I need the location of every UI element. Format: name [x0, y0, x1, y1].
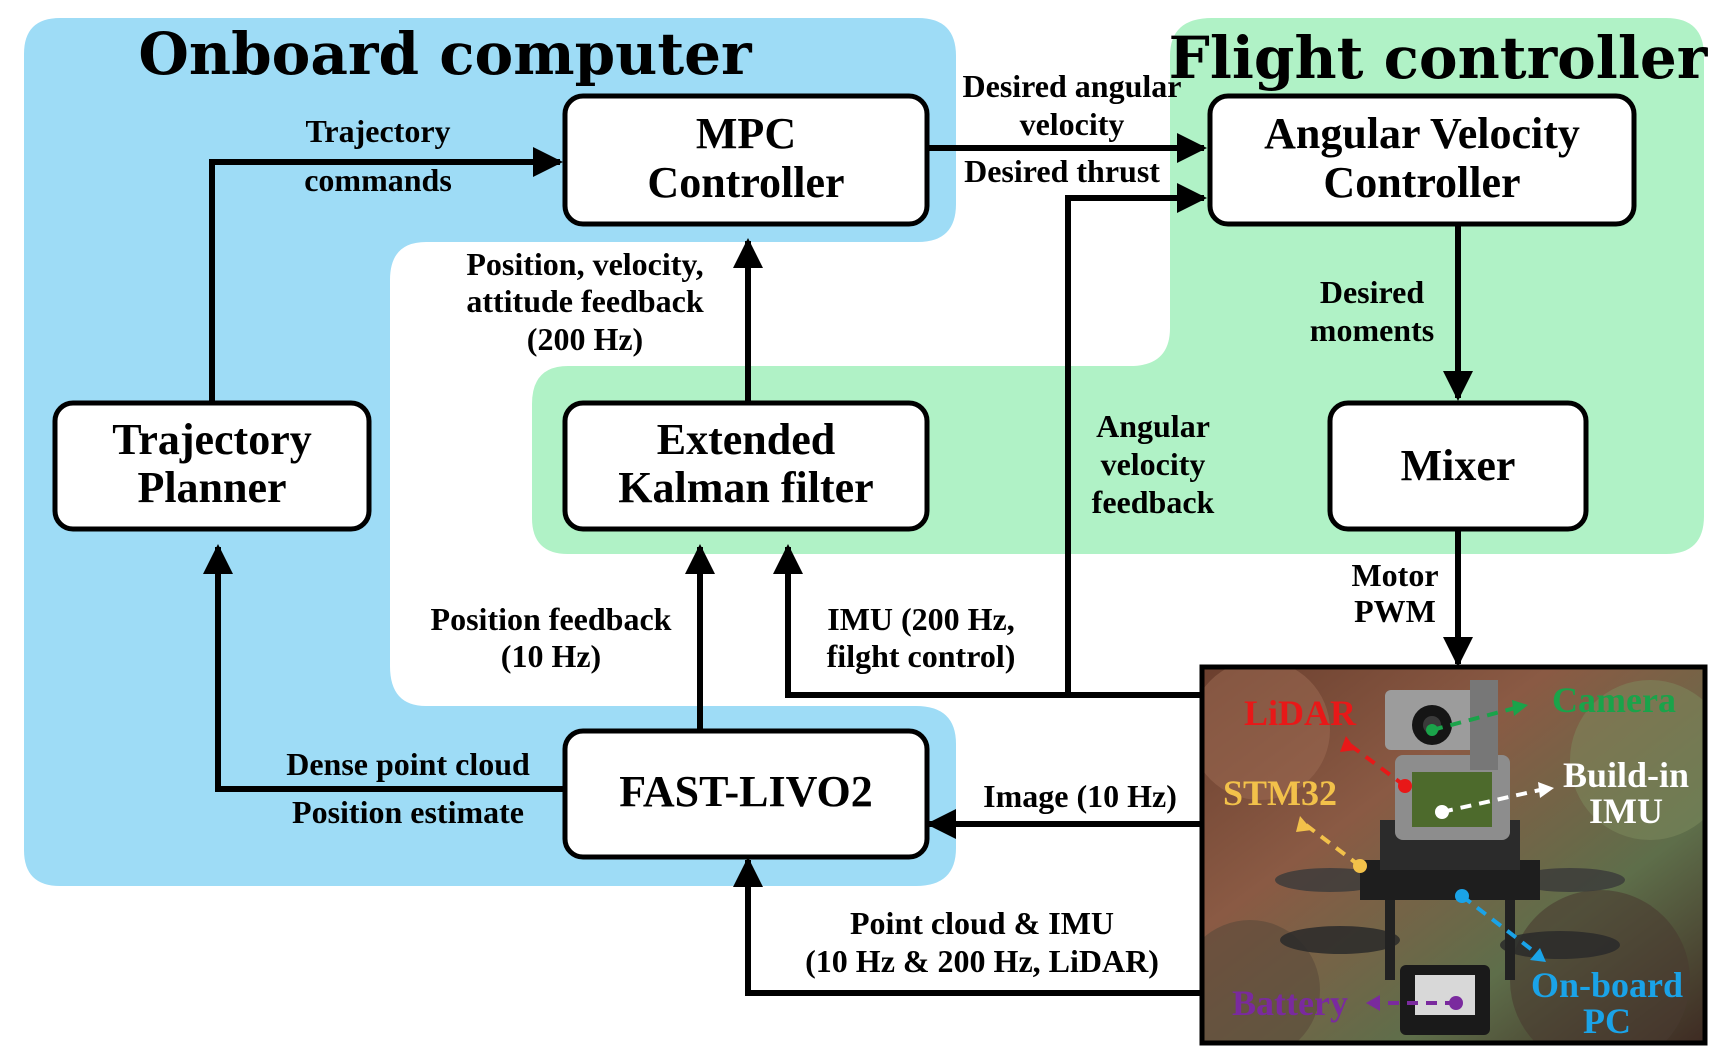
connections: [203, 133, 1473, 996]
trajectory-planner-block: Trajectory Planner: [52, 400, 372, 532]
drone-illustration: [1202, 667, 1705, 1043]
build-in-imu-label-1: Build-in: [1563, 755, 1689, 795]
state-feedback-label-1: Position, velocity,: [466, 246, 703, 282]
ekf-label-2: Kalman filter: [618, 463, 873, 512]
angular-velocity-label-1: Angular Velocity: [1264, 109, 1580, 158]
fast-livo2-label: FAST-LIVO2: [619, 767, 872, 816]
mpc-controller-label-2: Controller: [647, 158, 844, 207]
angular-velocity-feedback-arrow: [1065, 183, 1207, 698]
trajectory-planner-label-1: Trajectory: [112, 415, 312, 464]
stm32-label: STM32: [1223, 773, 1337, 813]
pointcloud-to-livo-arrow: [733, 857, 1202, 996]
imu-flight-label-2: filght control): [827, 638, 1016, 674]
trajectory-planner-label-2: Planner: [137, 463, 286, 512]
fast-livo2-block: FAST-LIVO2: [562, 728, 930, 860]
point-cloud-imu-label-2: (10 Hz & 200 Hz, LiDAR): [805, 943, 1159, 979]
signal-labels: Trajectory commands Desired angular velo…: [286, 68, 1438, 979]
onboard-computer-region: [24, 18, 956, 886]
trajectory-commands-label-1: Trajectory: [305, 113, 450, 149]
desired-angular-velocity-label-1: Desired angular: [963, 68, 1182, 104]
desired-moments-label-1: Desired: [1320, 274, 1424, 310]
desired-moments-label-2: moments: [1310, 312, 1434, 348]
angular-velocity-controller-box: [1207, 93, 1637, 227]
desired-thrust-label: Desired thrust: [964, 153, 1160, 189]
desired-angular-velocity-label-2: velocity: [1020, 106, 1125, 142]
imu-pointer: [1441, 788, 1541, 814]
mpc-controller-label-1: MPC: [696, 109, 796, 158]
onboard-computer-title: Onboard computer: [138, 20, 753, 88]
dense-point-cloud-label: Dense point cloud: [286, 746, 530, 782]
battery-label: Battery: [1232, 983, 1348, 1023]
mixer-box: [1327, 400, 1589, 532]
onboard-region-shape: [24, 18, 956, 886]
point-cloud-imu-label-1: Point cloud & IMU: [850, 905, 1114, 941]
on-board-pc-label-2: PC: [1583, 1001, 1631, 1041]
angular-velocity-feedback-label-3: feedback: [1092, 484, 1215, 520]
mpc-controller-block: MPC Controller: [562, 93, 930, 227]
angular-velocity-feedback-label-1: Angular: [1096, 408, 1210, 444]
ekf-label-1: Extended: [657, 415, 835, 464]
mixer-label: Mixer: [1401, 441, 1516, 490]
mixer-block: Mixer: [1327, 400, 1589, 532]
trajectory-commands-label-2: commands: [304, 162, 452, 198]
ekf-block: Extended Kalman filter: [562, 400, 930, 532]
motor-pwm-label-1: Motor: [1351, 557, 1438, 593]
imu-flight-label-1: IMU (200 Hz,: [827, 601, 1015, 637]
trajectory-planner-box: [52, 400, 372, 532]
photo-annotations: [1296, 700, 1554, 1011]
ekf-box: [562, 400, 930, 532]
pc-pointer: [1460, 894, 1542, 958]
imu-to-ekf-arrow: [773, 544, 1068, 698]
lidar-label: LiDAR: [1244, 693, 1357, 733]
state-feedback-label-3: (200 Hz): [527, 321, 643, 357]
on-board-pc-label-1: On-board: [1531, 965, 1683, 1005]
fast-livo2-box: [562, 728, 930, 860]
image-label: Image (10 Hz): [983, 778, 1177, 814]
lidar-pointer: [1348, 743, 1407, 788]
motor-pwm-label-2: PWM: [1354, 593, 1436, 629]
trajectory-to-mpc-arrow: [209, 147, 563, 402]
angular-velocity-feedback-label-2: velocity: [1101, 446, 1206, 482]
position-feedback-label-1: Position feedback: [431, 601, 672, 637]
mpc-controller-box: [562, 93, 930, 227]
angular-velocity-controller-block: Angular Velocity Controller: [1207, 93, 1637, 227]
drone-photo: LiDAR Camera STM32 Build-in IMU On-board…: [1199, 664, 1708, 1046]
livo-to-planner-arrow: [203, 544, 567, 792]
drone-photo-frame: [1199, 664, 1708, 1046]
state-feedback-label-2: attitude feedback: [466, 283, 704, 319]
flight-controller-title: Flight controller: [1169, 24, 1709, 92]
camera-label: Camera: [1552, 680, 1676, 720]
position-estimate-label: Position estimate: [292, 794, 524, 830]
position-feedback-label-2: (10 Hz): [501, 638, 601, 674]
camera-pointer: [1431, 706, 1516, 732]
angular-velocity-label-2: Controller: [1323, 158, 1520, 207]
build-in-imu-label-2: IMU: [1589, 791, 1663, 831]
